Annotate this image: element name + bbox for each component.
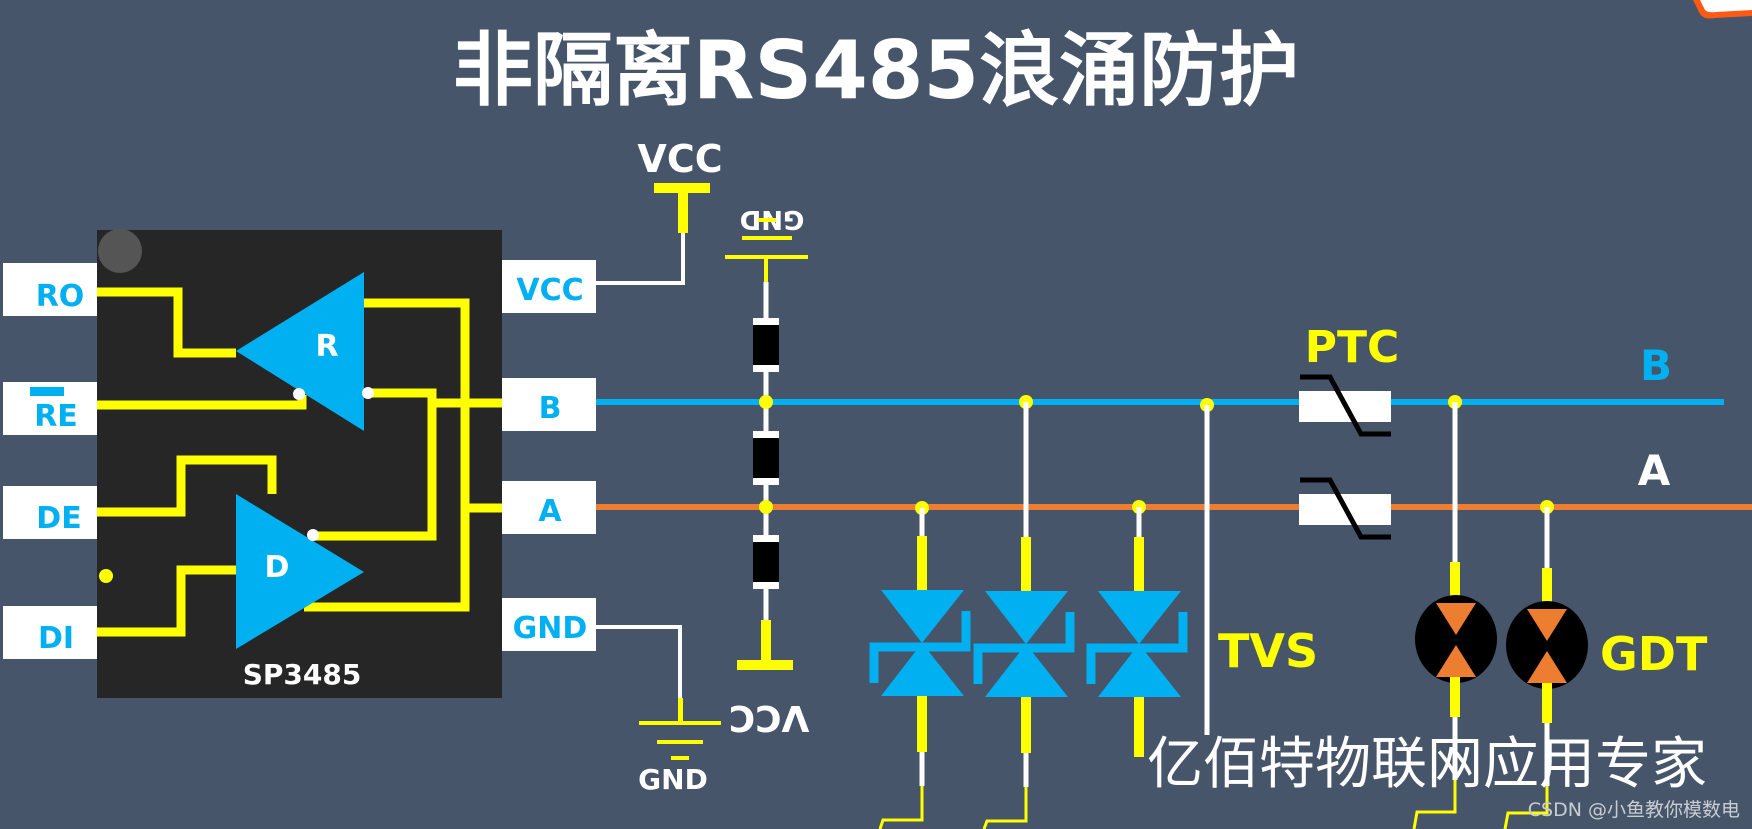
gnd-bottom-line2 bbox=[657, 740, 703, 744]
diode-2 bbox=[753, 431, 779, 485]
gnd-bottom-stem bbox=[678, 698, 683, 724]
overbar bbox=[30, 387, 64, 396]
gdt-1 bbox=[1412, 402, 1497, 829]
gdt-label: GDT bbox=[1600, 627, 1708, 681]
driver-output-bubble bbox=[307, 529, 319, 541]
vcc-bottom-stem bbox=[761, 620, 771, 666]
receiver-input-bubble bbox=[362, 387, 374, 399]
driver-label: D bbox=[265, 550, 290, 585]
svg-text:RE: RE bbox=[34, 399, 78, 434]
svg-text:RO: RO bbox=[36, 279, 85, 314]
pin-re: RE bbox=[3, 382, 97, 435]
ptc-label: PTC bbox=[1305, 322, 1400, 373]
watermark-text: 亿佰特物联网应用专家 bbox=[1147, 732, 1707, 797]
receiver-label: R bbox=[315, 329, 338, 364]
diode-1 bbox=[753, 318, 779, 372]
pin-b: B bbox=[502, 378, 596, 431]
pin-gnd: GND bbox=[502, 598, 596, 651]
gdt-2 bbox=[1503, 507, 1588, 829]
tvs-1 bbox=[869, 508, 971, 829]
vcc-bottom-label: VCC bbox=[729, 697, 810, 738]
tvs-2 bbox=[973, 402, 1075, 829]
gnd-top-stem bbox=[764, 257, 768, 282]
receiver-triangle bbox=[236, 272, 364, 431]
vcc-bottom-bar bbox=[737, 660, 793, 670]
bus-b-label: B bbox=[1640, 341, 1672, 390]
credit-text: CSDN @小鱼教你模数电 bbox=[1528, 799, 1740, 821]
pin-de: DE bbox=[3, 486, 97, 539]
junction-dot bbox=[759, 500, 773, 514]
svg-text:DE: DE bbox=[36, 501, 81, 536]
gnd-bottom-line3 bbox=[671, 756, 689, 760]
vcc-top-stem bbox=[678, 183, 688, 233]
ptc-b bbox=[1299, 374, 1391, 437]
svg-text:DI: DI bbox=[38, 621, 74, 656]
tvs-label: TVS bbox=[1218, 624, 1318, 678]
svg-text:VCC: VCC bbox=[516, 273, 583, 308]
page-title: 非隔离RS485浪涌防护 bbox=[453, 24, 1299, 117]
pin-a: A bbox=[502, 481, 596, 534]
gnd-bottom-line1 bbox=[639, 721, 721, 725]
pin1-marker bbox=[98, 229, 142, 273]
dot bbox=[99, 569, 113, 583]
vcc-wire bbox=[596, 232, 685, 285]
gnd-top-line2 bbox=[742, 236, 792, 240]
svg-text:A: A bbox=[538, 494, 562, 529]
pin-di: DI bbox=[3, 606, 97, 659]
gnd-wire bbox=[596, 625, 682, 700]
tvs-3 bbox=[1086, 507, 1188, 757]
diode-3 bbox=[753, 535, 779, 589]
receiver-enable-bubble bbox=[293, 388, 305, 400]
gnd-top-line3 bbox=[758, 218, 776, 222]
logo-inner bbox=[1700, 0, 1752, 13]
driver-triangle bbox=[236, 494, 364, 649]
ptc-a bbox=[1299, 477, 1391, 540]
pin-ro: RO bbox=[3, 263, 97, 316]
chip-name: SP3485 bbox=[243, 658, 362, 691]
junction-dot bbox=[759, 395, 773, 409]
bus-a-label: A bbox=[1638, 446, 1671, 495]
gnd-bottom-label: GND bbox=[638, 763, 708, 796]
svg-text:GND: GND bbox=[513, 611, 588, 646]
pin-vcc: VCC bbox=[502, 260, 596, 313]
svg-text:B: B bbox=[539, 391, 562, 426]
junction-dots bbox=[759, 395, 1554, 515]
vcc-top-label: VCC bbox=[637, 137, 722, 181]
